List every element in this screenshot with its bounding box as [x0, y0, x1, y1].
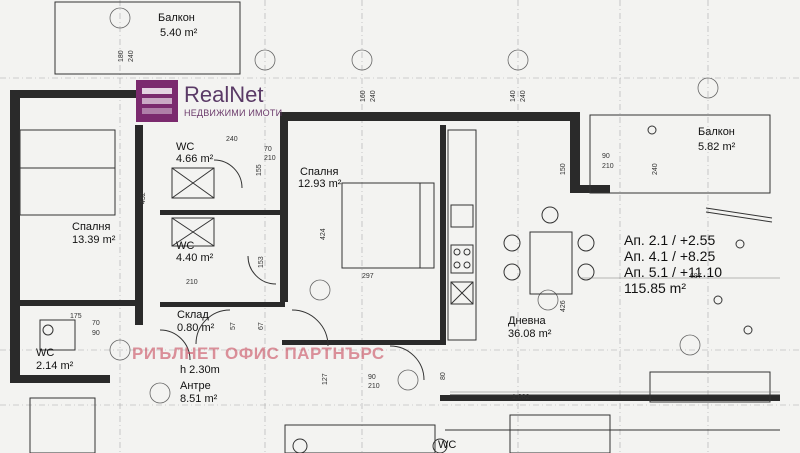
- dimension-label: 210: [264, 155, 276, 162]
- dimension-label: 70: [264, 146, 272, 153]
- dimension-label: 90: [602, 153, 610, 160]
- dimension-label: 150: [560, 163, 567, 175]
- dimension-label: 153: [258, 256, 265, 268]
- dimension-label: 240: [520, 90, 527, 102]
- apartment-summary: Ап. 2.1 / +2.55 Ап. 4.1 / +8.25 Ап. 5.1 …: [624, 232, 722, 296]
- dimension-label: 90: [92, 330, 100, 337]
- room-wc-3-name: WC: [36, 347, 55, 359]
- dimension-label: 697: [690, 273, 702, 280]
- room-living-area: 36.08 m²: [508, 328, 552, 340]
- room-wc-1-area: 4.66 m²: [176, 153, 214, 165]
- realnet-logo: RealNet НЕДВИЖИМИ ИМОТИ: [136, 80, 284, 122]
- dimension-label: 240: [128, 50, 135, 62]
- room-wc-3-area: 2.14 m²: [36, 360, 74, 372]
- outlines: [19, 1, 780, 453]
- dimension-label: 240: [370, 90, 377, 102]
- room-hall-name: Антре: [180, 380, 211, 392]
- logo-name: RealNet: [184, 82, 264, 107]
- dimension-label: 210: [368, 383, 380, 390]
- room-bedroom-1-name: Спалня: [72, 221, 111, 233]
- logo-mark-icon: [136, 80, 178, 122]
- room-balcony-right-name: Балкон: [698, 126, 735, 138]
- room-living-name: Дневна: [508, 315, 546, 327]
- room-bedroom-1-area: 13.39 m²: [72, 234, 116, 246]
- dimension-label: 140: [510, 90, 517, 102]
- dimension-label: 90: [368, 374, 376, 381]
- dimension-lines: [450, 277, 780, 393]
- dimension-label: 426: [560, 300, 567, 312]
- room-wc-bottom-name: WC: [438, 439, 457, 451]
- dimension-label: 297: [362, 273, 374, 280]
- dimension-label: 160: [360, 90, 367, 102]
- apartment-total-area: 115.85 m²: [624, 280, 686, 296]
- dimension-label: 175: [70, 313, 82, 320]
- dimension-label: 210: [602, 163, 614, 170]
- watermark-text: РИЪЛНЕТ ОФИС ПАРТНЪРС: [132, 344, 385, 363]
- dimension-label: 67: [258, 322, 265, 330]
- room-storage-name: Склад: [177, 309, 209, 321]
- dimension-label: 127: [322, 373, 329, 385]
- axis-bubbles: [109, 7, 719, 404]
- dimension-label: 57: [230, 322, 237, 330]
- room-balcony-top-name: Балкон: [158, 12, 195, 24]
- room-balcony-right-area: 5.82 m²: [698, 141, 736, 153]
- room-bedroom-2-name: Спалня: [300, 166, 339, 178]
- room-wc-2-name: WC: [176, 240, 195, 252]
- dimension-label: 240: [226, 136, 238, 143]
- room-storage-area: 0.80 m²: [177, 322, 215, 334]
- logo-subtitle: НЕДВИЖИМИ ИМОТИ: [184, 108, 283, 118]
- room-bedroom-2-area: 12.93 m²: [298, 178, 342, 190]
- dimension-label: 70: [92, 320, 100, 327]
- dimension-label: 424: [320, 228, 327, 240]
- room-balcony-top-area: 5.40 m²: [160, 27, 198, 39]
- dimension-label: 80: [440, 372, 447, 380]
- dimension-label: 432: [140, 192, 147, 204]
- dimension-label: 240: [652, 163, 659, 175]
- apartment-line-2: Ап. 4.1 / +8.25: [624, 248, 716, 264]
- dimension-label: 155: [256, 164, 263, 176]
- dimension-label: 210: [186, 279, 198, 286]
- room-wc-1-name: WC: [176, 141, 195, 153]
- dimension-label: 180: [118, 50, 125, 62]
- apartment-line-3: Ап. 5.1 / +11.10: [624, 264, 722, 280]
- room-hall-area: 8.51 m²: [180, 393, 218, 405]
- dimension-label: 1,082: [512, 394, 530, 401]
- apartment-line-1: Ап. 2.1 / +2.55: [624, 232, 716, 248]
- height-note: h 2.30m: [180, 364, 220, 376]
- room-wc-2-area: 4.40 m²: [176, 252, 214, 264]
